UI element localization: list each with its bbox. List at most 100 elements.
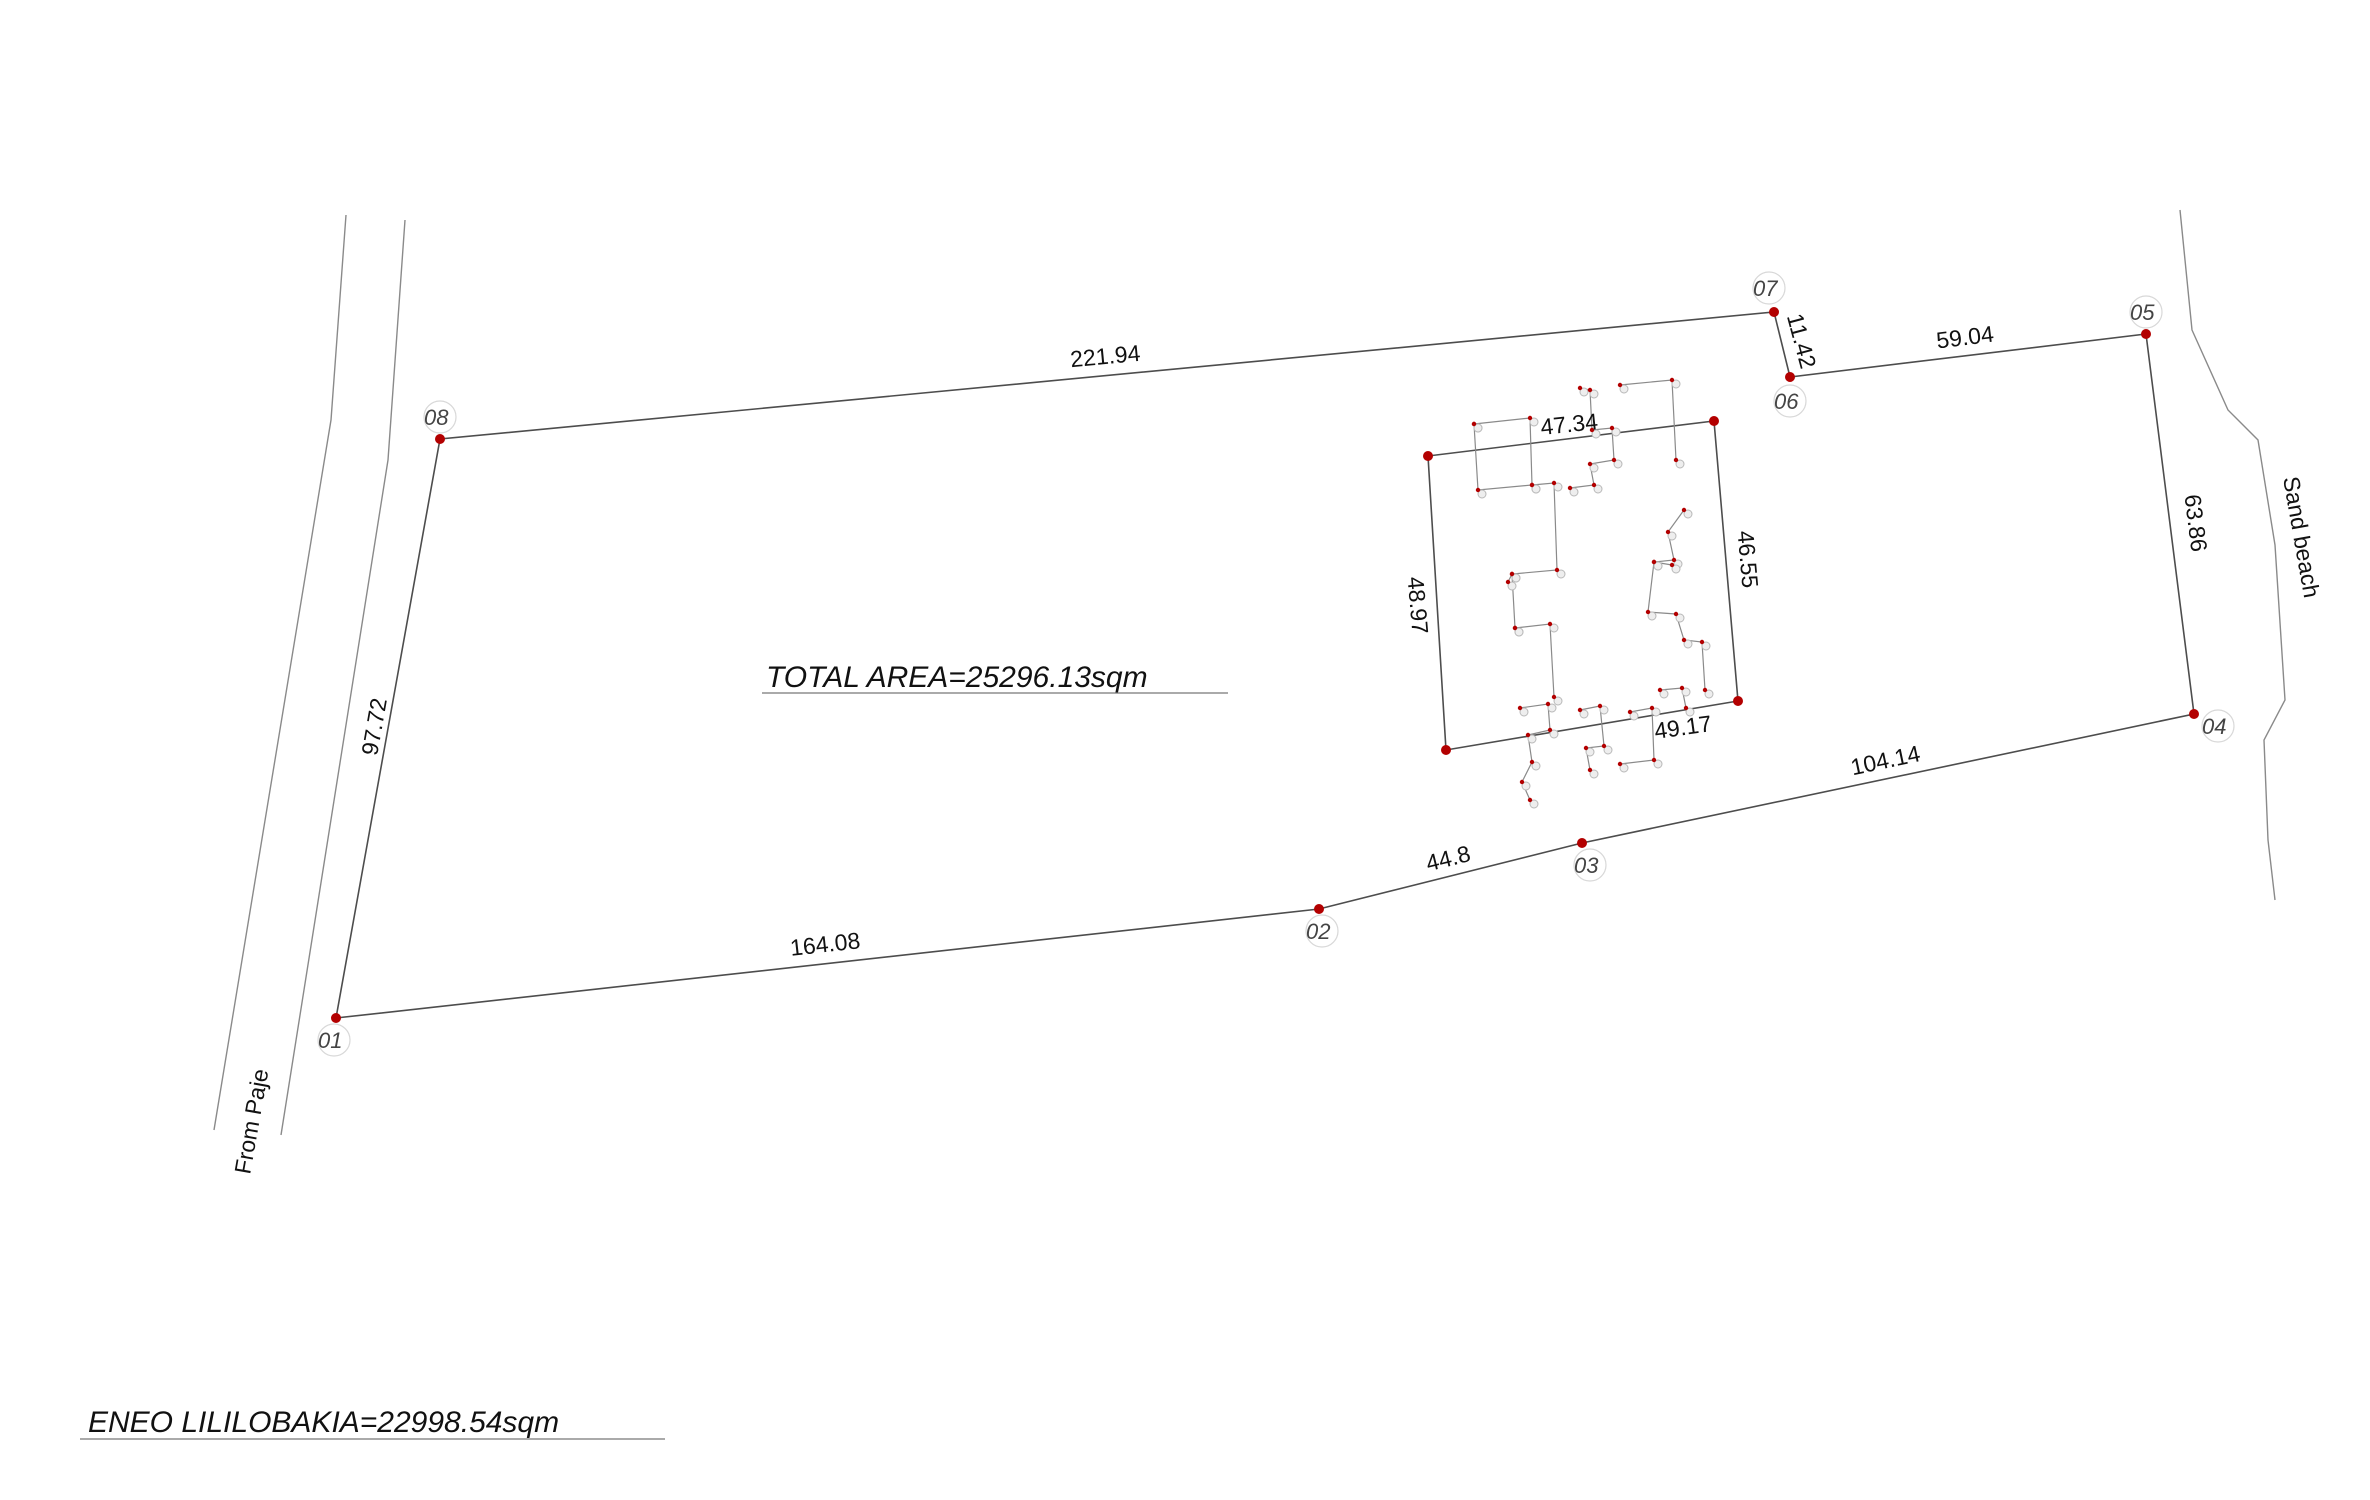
building-vertex-ring (1619, 763, 1629, 773)
building-vertex-ring (1685, 707, 1695, 717)
beach-label: Sand beach (2278, 474, 2325, 599)
building-vertex-dot (1597, 703, 1603, 709)
inner-vertex-ne (1709, 416, 1719, 426)
building-vertex-dot (1525, 732, 1531, 738)
building-vertex-dot (1587, 767, 1593, 773)
point-labels: 01 02 03 04 05 06 07 08 (317, 271, 2235, 1057)
point-label-06: 06 (1774, 389, 1799, 414)
building-vertex-ring (1613, 459, 1623, 469)
building-vertex-ring (1473, 423, 1483, 433)
building-vertex-dot (1505, 579, 1511, 585)
building-vertex-dot (1665, 529, 1671, 535)
vertex-05 (2141, 329, 2151, 339)
building-vertex-dot (1551, 480, 1557, 486)
dim-08-01: 97.72 (356, 696, 392, 757)
building-vertex-dot (1512, 625, 1518, 631)
building-vertex-ring (1529, 417, 1539, 427)
inner-vertex-nw (1423, 451, 1433, 461)
building-vertex-dot (1551, 694, 1557, 700)
building-vertex-ring (1629, 711, 1639, 721)
building-vertex-dot (1577, 385, 1583, 391)
dim-04-05: 63.86 (2180, 493, 2213, 553)
building-vertex-dot (1545, 701, 1551, 707)
building-vertex-ring (1603, 745, 1613, 755)
building-vertex-dot (1554, 567, 1560, 573)
building-vertices (1471, 377, 1714, 809)
building-vertex-ring (1653, 561, 1663, 571)
building-vertex-ring (1514, 627, 1524, 637)
building-vertex-ring (1675, 613, 1685, 623)
building-vertex-dot (1617, 382, 1623, 388)
building-vertex-dot (1645, 609, 1651, 615)
building-vertex-dot (1587, 387, 1593, 393)
dimension-labels: 164.08 44.8 104.14 63.86 59.04 11.42 221… (356, 311, 2212, 961)
point-label-05: 05 (2130, 300, 2155, 325)
building-vertex-ring (1659, 689, 1669, 699)
parcel-boundary (335, 311, 2195, 1019)
building-vertex-ring (1589, 769, 1599, 779)
building-vertex-ring (1619, 384, 1629, 394)
dim-05-06: 59.04 (1935, 321, 1996, 354)
building-vertex-ring (1519, 707, 1529, 717)
parcel-vertices (331, 307, 2199, 1023)
building-vertex-dot (1669, 562, 1675, 568)
building-vertex-ring (1647, 611, 1657, 621)
road-label: From Paje (229, 1067, 273, 1176)
building-vertex-ring (1667, 531, 1677, 541)
building-vertex-ring (1585, 747, 1595, 757)
building-vertex-ring (1547, 703, 1557, 713)
vertex-01 (331, 1013, 341, 1023)
building-vertex-ring (1591, 429, 1601, 439)
building-vertex-ring (1507, 581, 1517, 591)
dim-inner-bottom: 49.17 (1653, 710, 1714, 744)
building-vertex-dot (1601, 743, 1607, 749)
building-vertex-ring (1704, 689, 1714, 699)
building-vertex-dot (1577, 707, 1583, 713)
dim-inner-left: 48.97 (1403, 575, 1434, 635)
dim-07-08: 221.94 (1069, 340, 1142, 373)
vertex-02 (1314, 904, 1324, 914)
beach-line: Sand beach (2179, 209, 2325, 901)
bottom-area-label: ENEO LILILOBAKIA=22998.54sqm (88, 1406, 559, 1439)
building-vertex-dot (1529, 759, 1535, 765)
building-vertex-ring (1549, 623, 1559, 633)
vertex-07 (1769, 307, 1779, 317)
building-vertex-dot (1471, 421, 1477, 427)
building-vertex-dot (1547, 727, 1553, 733)
building-vertex-ring (1556, 569, 1566, 579)
building-vertex-ring (1589, 463, 1599, 473)
building-vertex-ring (1683, 639, 1693, 649)
inner-vertex-se (1733, 696, 1743, 706)
building-vertex-ring (1651, 707, 1661, 717)
building-vertex-dot (1591, 482, 1597, 488)
building-vertex-ring (1675, 459, 1685, 469)
building-vertex-dot (1547, 621, 1553, 627)
point-label-01: 01 (318, 1028, 342, 1053)
building-vertex-dot (1673, 457, 1679, 463)
building-vertex-ring (1521, 781, 1531, 791)
building-vertex-ring (1589, 389, 1599, 399)
point-label-02: 02 (1306, 919, 1330, 944)
dim-02-03: 44.8 (1423, 840, 1473, 876)
building-vertex-dot (1529, 482, 1535, 488)
bottom-note: ENEO LILILOBAKIA=22998.54sqm (80, 1406, 665, 1440)
building-vertex-dot (1517, 705, 1523, 711)
dim-06-07: 11.42 (1782, 311, 1822, 372)
building-vertex-dot (1567, 485, 1573, 491)
dim-inner-top: 47.34 (1539, 408, 1599, 440)
inner-plot (1427, 420, 1739, 751)
dim-inner-right: 46.55 (1733, 529, 1764, 589)
vertex-08 (435, 434, 445, 444)
building-vertex-dot (1702, 687, 1708, 693)
vertex-06 (1785, 372, 1795, 382)
building-vertex-ring (1529, 799, 1539, 809)
building-vertex-dot (1699, 639, 1705, 645)
building-vertex-ring (1531, 761, 1541, 771)
building-vertex-dot (1649, 705, 1655, 711)
building-vertex-ring (1701, 641, 1711, 651)
vertex-03 (1577, 838, 1587, 848)
total-area: TOTAL AREA=25296.13sqm (762, 661, 1228, 694)
building-vertex-ring (1511, 573, 1521, 583)
building-vertex-dot (1583, 745, 1589, 751)
building-vertex-ring (1477, 489, 1487, 499)
